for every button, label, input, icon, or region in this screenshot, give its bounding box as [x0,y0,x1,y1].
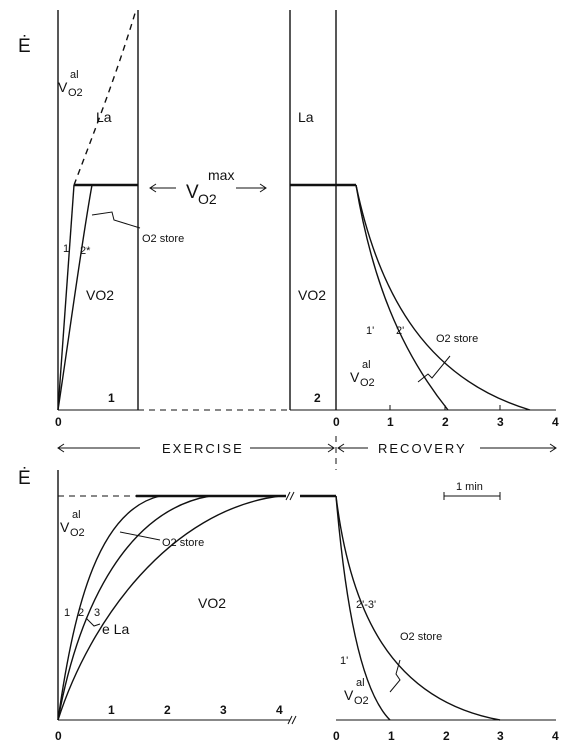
vo2max-v: V [186,182,199,203]
x-tick-2: 2 [164,703,171,717]
la-label: La [298,109,314,125]
x-tick-1: 1 [108,703,115,717]
recovery-x-tick-4: 4 [552,729,559,743]
vo2-al-sup: al [70,69,79,81]
panel-number-1: 1 [108,391,115,405]
recovery-x-tick-3: 3 [497,729,504,743]
recovery-o2-store-pointer [389,659,401,693]
axis-break-top [285,491,295,501]
x-tick-3: 3 [497,415,504,429]
la-label: La [96,109,112,125]
curve-2-label: 2* [80,245,91,257]
curve-2 [57,184,93,411]
o2-store-label: O2 store [162,537,204,549]
curve-2-prime-label: 2' [396,325,404,337]
vo2-al-sup: al [72,509,81,521]
curve-1-label: 1 [64,607,70,619]
o2-store-label: O2 store [436,333,478,345]
x-tick-4: 4 [552,415,559,429]
arrow-right-head [259,183,267,193]
ela-pointer [85,617,101,627]
exercise-arrowhead-right [327,443,335,453]
recovery-curve-2-3-prime-label: 2'-3' [356,599,376,611]
recovery-x-tick-0: 0 [333,729,340,743]
recovery-x-tick-2: 2 [443,729,450,743]
vo2-al-v: V [60,519,70,535]
vo2-label: VO2 [86,287,114,303]
vo2max-sup: max [208,167,234,183]
curve-3-label: 3 [94,607,100,619]
recovery-x-tick-1: 1 [388,729,395,743]
curve-1-prime [355,184,449,411]
o2-store-label: O2 store [142,233,184,245]
curve-2-prime [355,184,531,411]
recovery-curve-1-prime-label: 1' [340,655,348,667]
curve-3 [57,495,281,721]
ela-label: e La [102,621,129,637]
x-tick-0: 0 [55,729,62,743]
arrow-left-head [149,183,157,193]
recovery-label: RECOVERY [378,441,467,456]
curve-1-label: 1 [63,243,69,255]
recovery-arrowhead-right [549,443,557,453]
exercise-arrowhead-left [57,443,65,453]
recovery-arrowhead-left [337,443,345,453]
vo2-label: VO2 [198,595,226,611]
vo2-al-sup: al [362,359,371,371]
o2-store-pointer [417,355,451,383]
x-tick-0: 0 [333,415,340,429]
tick-0: 0 [55,415,62,429]
top-left-panel: Ė V O2 al La O2 store 1 2* VO2 0 1 [18,9,290,429]
vo2-al-sub: O2 [68,87,83,99]
vo2max-sub: O2 [198,191,217,207]
axis-break-bottom [287,715,297,725]
curve-1-prime-label: 1' [366,325,374,337]
x-tick-2: 2 [442,415,449,429]
y-axis-symbol-lower: Ė [18,468,31,489]
curve-1 [57,184,75,411]
recovery-o2-store-label: O2 store [400,631,442,643]
vo2-label: VO2 [298,287,326,303]
bottom-panel: Ė 1 min V O2 al O2 store 1 2 3 VO2 e [18,468,559,743]
curve-2 [57,495,211,721]
vo2-al-v: V [58,79,68,95]
recovery-vo2-al-v: V [344,687,354,703]
vo2-al-sub: O2 [360,377,375,389]
scale-bar-label: 1 min [456,481,483,493]
vo2max-label: V O2 max [149,167,267,207]
phase-labels: EXERCISE RECOVERY [57,436,557,470]
o2-store-pointer [119,531,161,541]
o2-store-pointer [91,211,141,229]
recovery-vo2-al-sub: O2 [354,695,369,707]
x-tick-3: 3 [220,703,227,717]
recovery-curve-1-prime [335,495,391,721]
curve-2-label: 2 [78,607,84,619]
vo2-al-sub: O2 [70,527,85,539]
panel-number-2: 2 [314,391,321,405]
x-tick-1: 1 [387,415,394,429]
y-axis-symbol: Ė [18,36,31,57]
curve-1 [57,495,161,721]
exercise-label: EXERCISE [162,441,244,456]
vo2-al-v: V [350,369,360,385]
top-right-panel: La VO2 1' 2' O2 store V O2 al 2 0 1 2 3 … [289,10,559,429]
recovery-curve-2-3-prime [335,495,501,721]
x-tick-4: 4 [276,703,283,717]
recovery-vo2-al-sup: al [356,677,365,689]
vo2-al-dashed-curve [73,9,137,186]
